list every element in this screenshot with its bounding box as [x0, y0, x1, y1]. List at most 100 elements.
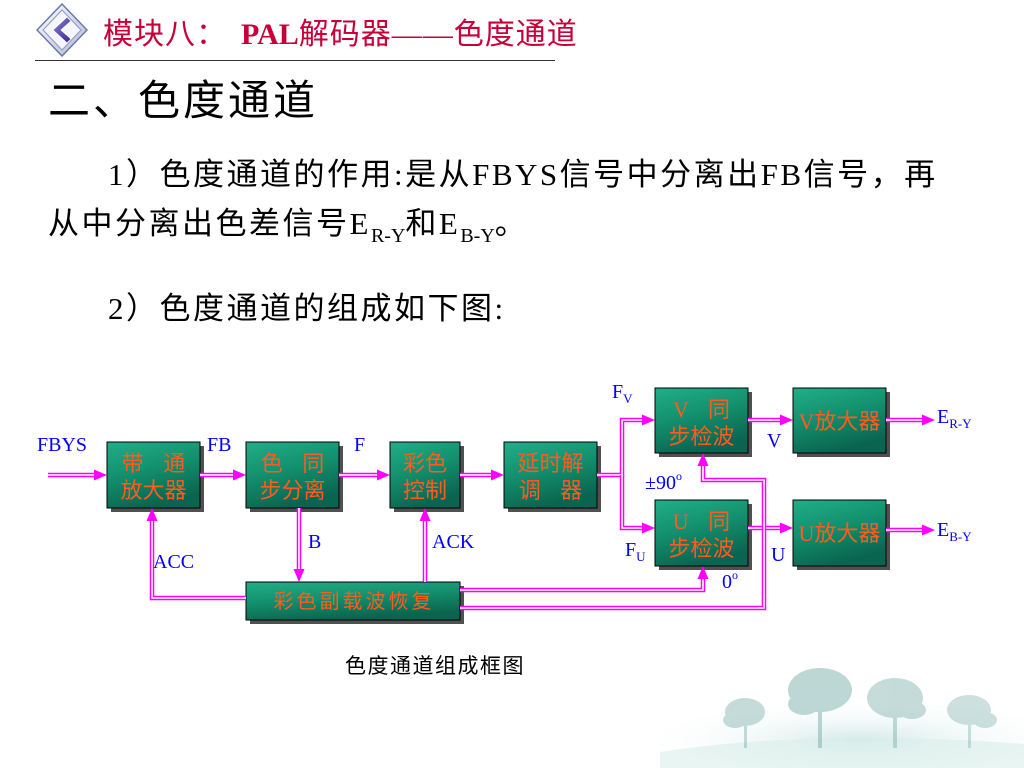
paragraph1-line2-end: 。	[494, 206, 529, 241]
signal-label-fv-base: F	[612, 381, 623, 403]
block-body	[503, 441, 598, 509]
block-label-line2: 控制	[403, 478, 447, 503]
symbol-e-ry: E	[349, 206, 371, 241]
wire-recovery-to-u-detector	[460, 566, 709, 593]
block-label-line1: 带 通	[122, 451, 186, 476]
block-body	[389, 441, 461, 509]
signal-label-fbys: FBYS	[37, 434, 87, 456]
tree-canopy	[723, 712, 747, 728]
signal-label-phase-0-sup: o	[732, 568, 738, 582]
wire-delay-to-u-detector	[619, 475, 655, 534]
paragraph1-line2: 从中分离出色差信号ER-Y和EB-Y。	[48, 205, 529, 246]
signal-label-phase-90-base: ±90	[645, 472, 676, 494]
signal-label-acc: ACC	[153, 551, 194, 573]
signal-label-ery: ER-Y	[937, 406, 972, 431]
signal-label-eby-sub: B-Y	[949, 529, 972, 544]
tree-canopy	[947, 695, 991, 725]
signal-label-ery-sub: R-Y	[949, 416, 972, 431]
signal-label-v: V	[767, 430, 782, 452]
landscape-trees-image	[630, 668, 1024, 768]
logo-chevron	[52, 16, 72, 44]
symbol-e-ry-sub: R-Y	[370, 225, 406, 247]
block-sync-separator: 色 同 步分离	[245, 441, 343, 512]
block-body	[654, 387, 749, 454]
block-subcarrier-recovery: 彩色副载波恢复	[245, 581, 464, 624]
diamond-chevron-icon	[36, 3, 88, 57]
block-label-line2: 步检波	[668, 536, 734, 561]
slide-title-rest: 解码器——色度通道	[298, 18, 578, 51]
slide-title-prefix: 模块八：	[103, 18, 227, 51]
slide-title: 模块八： PAL解码器——色度通道	[103, 17, 578, 53]
tree-canopy	[788, 668, 852, 712]
tree-trunk	[893, 708, 897, 748]
signal-label-fv: FV	[612, 381, 633, 406]
paragraph2: 2）色度通道的组成如下图:	[108, 291, 506, 326]
diagram-caption: 色度通道组成框图	[345, 654, 525, 678]
signal-label-fu-sub: U	[636, 549, 646, 564]
tree	[788, 668, 852, 748]
signal-label-fu: FU	[625, 539, 646, 564]
tree-canopy	[973, 712, 997, 728]
block-label-line1: U 同	[673, 509, 730, 534]
paragraph1-line2-text: 从中分离出色差信号	[48, 206, 350, 241]
wire-recovery-to-u-detector-inner	[460, 579, 704, 591]
block-label-line1: 延时解	[517, 451, 583, 476]
signal-label-b: B	[308, 531, 321, 553]
block-label: U放大器	[799, 521, 881, 546]
tree	[947, 695, 997, 748]
tree-trunk	[744, 718, 747, 748]
signal-label-ack: ACK	[432, 531, 475, 553]
signal-label-phase-0-base: 0	[722, 571, 732, 593]
block-v-sync-detector: V 同 步检波	[654, 387, 752, 457]
wire-recovery-to-v-detector-inner	[460, 466, 765, 609]
block-label-line1: 色 同	[261, 451, 325, 476]
paragraph1-line1: 1）色度通道的作用:是从FBYS信号中分离出FB信号，再	[108, 157, 938, 192]
block-v-amplifier: V放大器	[792, 387, 890, 457]
wire-recovery-to-bandpass-inner	[151, 521, 246, 599]
tree	[723, 698, 765, 748]
block-u-sync-detector: U 同 步检波	[654, 499, 752, 570]
signal-label-ery-base: E	[937, 406, 949, 428]
signal-label-fv-sub: V	[623, 391, 633, 406]
block-bandpass-amplifier: 带 通 放大器	[106, 441, 204, 512]
block-label-line1: 彩色	[403, 451, 447, 476]
block-label-line2: 步检波	[668, 424, 734, 449]
signal-label-u: U	[771, 544, 786, 566]
tree-canopy	[898, 701, 926, 719]
slide-title-pal: PAL	[241, 18, 299, 51]
block-delay-demodulator: 延时解 调 器	[503, 441, 601, 512]
block-label-line1: V 同	[673, 397, 730, 422]
tree-canopy	[788, 693, 820, 715]
wire-delay-to-v-detector-inner	[597, 419, 642, 476]
signal-label-fb: FB	[207, 434, 231, 456]
signal-label-phase-90: ±90o	[645, 469, 682, 494]
block-label-line2: 调 器	[519, 478, 583, 503]
signal-label-eby-base: E	[937, 519, 949, 541]
signal-label-phase-90-sup: o	[676, 469, 682, 483]
tree-trunk	[818, 700, 822, 748]
block-body	[792, 499, 887, 567]
signal-label-f: F	[354, 434, 365, 456]
symbol-e-by: E	[438, 206, 461, 241]
signal-label-phase-0: 0o	[722, 568, 738, 593]
block-u-amplifier: U放大器	[792, 499, 890, 570]
symbol-e-by-sub: B-Y	[460, 225, 495, 247]
signal-label-eby: EB-Y	[937, 519, 972, 544]
conjunction: 和	[405, 206, 439, 241]
block-label: V放大器	[799, 409, 881, 434]
tree	[867, 678, 926, 748]
tree-canopy	[725, 698, 765, 726]
block-label: 彩色副载波恢复	[274, 590, 435, 613]
landscape-ground	[660, 737, 1024, 768]
block-body	[245, 581, 461, 621]
wire-delay-to-v-detector	[597, 414, 655, 478]
tree-canopy	[867, 678, 923, 718]
title-divider	[35, 60, 555, 61]
wire-delay-to-u-detector-inner	[621, 475, 642, 529]
section-heading: 二、色度通道	[48, 79, 319, 125]
block-color-control: 彩色 控制	[389, 441, 464, 512]
signal-label-fu-base: F	[625, 539, 636, 561]
block-label-line2: 步分离	[259, 478, 325, 503]
